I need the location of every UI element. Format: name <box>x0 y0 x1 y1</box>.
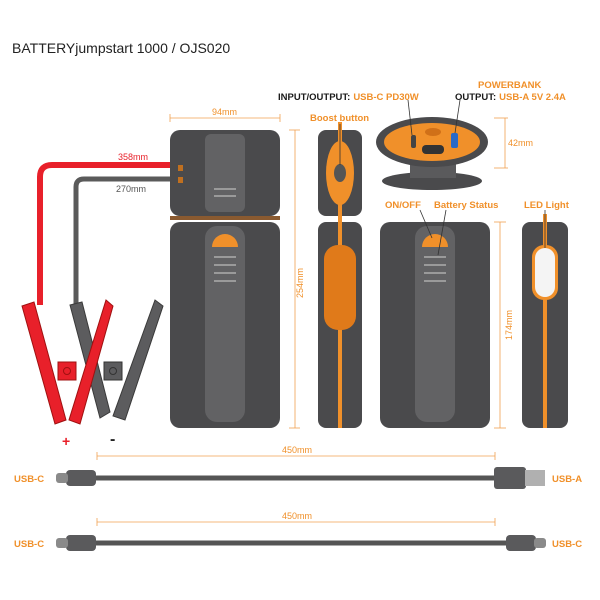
device-side-view <box>318 122 362 428</box>
negative-label: - <box>110 431 115 448</box>
height-dimension: 254mm <box>295 268 305 298</box>
cable2-left-label: USB-C <box>14 539 44 550</box>
led-light <box>535 248 555 297</box>
io-value: USB-C PD30W <box>353 92 418 103</box>
cable2-length: 450mm <box>282 511 312 521</box>
power-button-icon <box>212 234 238 247</box>
device-top-view <box>376 117 488 190</box>
output-prefix: OUTPUT: <box>455 92 496 103</box>
body-height-dimension: 174mm <box>504 310 514 340</box>
io-prefix: INPUT/OUTPUT: <box>278 92 350 103</box>
cable1-right-label: USB-A <box>552 474 582 485</box>
cable1-length: 450mm <box>282 445 312 455</box>
red-cable-length: 358mm <box>118 152 148 162</box>
page-title: BATTERYjumpstart 1000 / OJS020 <box>12 40 230 56</box>
width-dimension: 94mm <box>212 107 237 117</box>
red-cable <box>37 162 178 305</box>
cable2-right-label: USB-C <box>552 539 582 550</box>
usb-c-to-usb-c-cable: 450mm USB-C USB-C <box>14 511 582 551</box>
red-clamp <box>21 299 114 425</box>
positive-label: + <box>62 433 70 449</box>
output-value: USB-A 5V 2.4A <box>499 92 566 103</box>
onoff-label: ON/OFF <box>385 200 421 211</box>
black-cable <box>73 176 178 305</box>
cable1-left-label: USB-C <box>14 474 44 485</box>
black-cable-length: 270mm <box>116 184 146 194</box>
powerbank-label: POWERBANK <box>478 80 541 91</box>
usb-a-port <box>451 133 458 148</box>
usb-c-to-usb-a-cable: 450mm USB-C USB-A <box>14 445 582 489</box>
device-back-view <box>380 222 490 428</box>
device-front-view <box>170 130 280 428</box>
usb-c-port <box>411 135 416 148</box>
depth-dimension: 42mm <box>508 138 533 148</box>
device-led-view <box>522 214 568 428</box>
led-label: LED Light <box>524 200 570 211</box>
output-label: OUTPUT:USB-A 5V 2.4A <box>455 92 566 103</box>
io-label: INPUT/OUTPUT:USB-C PD30W <box>278 92 419 103</box>
battery-status-label: Battery Status <box>434 200 498 211</box>
boost-label: Boost button <box>310 113 369 124</box>
